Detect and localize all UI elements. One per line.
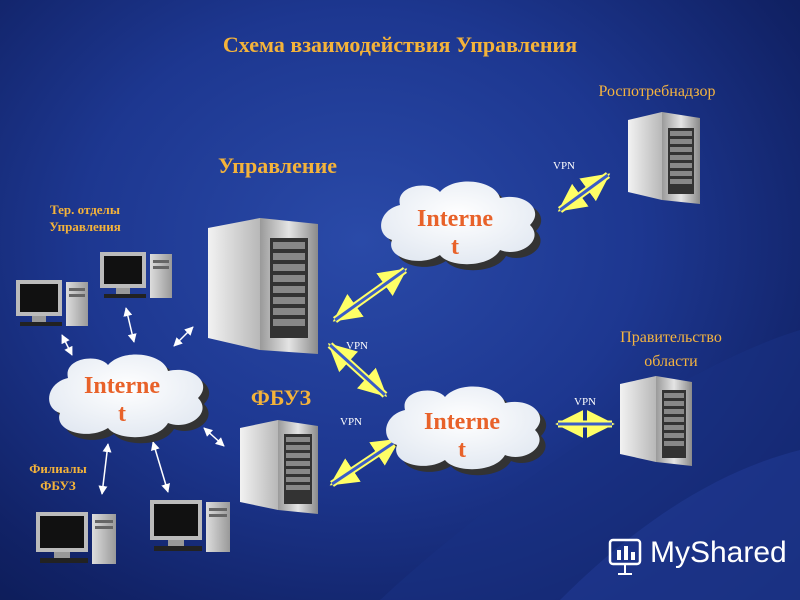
label-management: Управление xyxy=(217,153,338,178)
label-fbuz: ФБУЗ xyxy=(250,385,312,410)
internet-label-line1: Interne xyxy=(417,206,493,232)
internet-label-line2: t xyxy=(451,234,459,260)
label-government: Правительство области xyxy=(620,329,722,370)
vpn-label-government: VPN xyxy=(574,396,597,408)
rospotreb-server-icon xyxy=(628,112,700,204)
internet-label-line2: t xyxy=(458,437,466,463)
workstation-icon xyxy=(16,280,88,326)
internet-cloud-bottom-label: Interne t xyxy=(412,408,512,464)
internet-cloud-left-label: Interne t xyxy=(72,372,172,428)
internet-label-line2: t xyxy=(118,401,126,427)
internet-cloud-top-label: Interne t xyxy=(405,205,505,261)
cloud-icon xyxy=(381,181,542,271)
label-filialy: Филиалы ФБУЗ xyxy=(29,461,87,493)
workstation-icon xyxy=(150,500,230,552)
vpn-label-mid: VPN xyxy=(346,340,369,352)
brand-text: MyShared xyxy=(650,536,787,569)
vpn-label-fbuz: VPN xyxy=(340,416,363,428)
label-rospotreb: Роспотребнадзор xyxy=(598,83,716,100)
cloud-icon xyxy=(49,354,210,444)
label-ter-otdely: Тер. отделы Управления xyxy=(49,202,121,234)
government-server-icon xyxy=(620,376,692,466)
workstation-icon xyxy=(100,252,172,298)
page-title: Схема взаимодействия Управления xyxy=(222,32,578,57)
cloud-icon xyxy=(386,386,547,476)
workstation-icon xyxy=(36,512,116,564)
internet-label-line1: Interne xyxy=(424,409,500,435)
vpn-label-rospotreb: VPN xyxy=(553,160,576,172)
fbuz-server-icon xyxy=(240,420,318,514)
management-server-icon xyxy=(208,218,318,354)
internet-label-line1: Interne xyxy=(84,373,160,399)
